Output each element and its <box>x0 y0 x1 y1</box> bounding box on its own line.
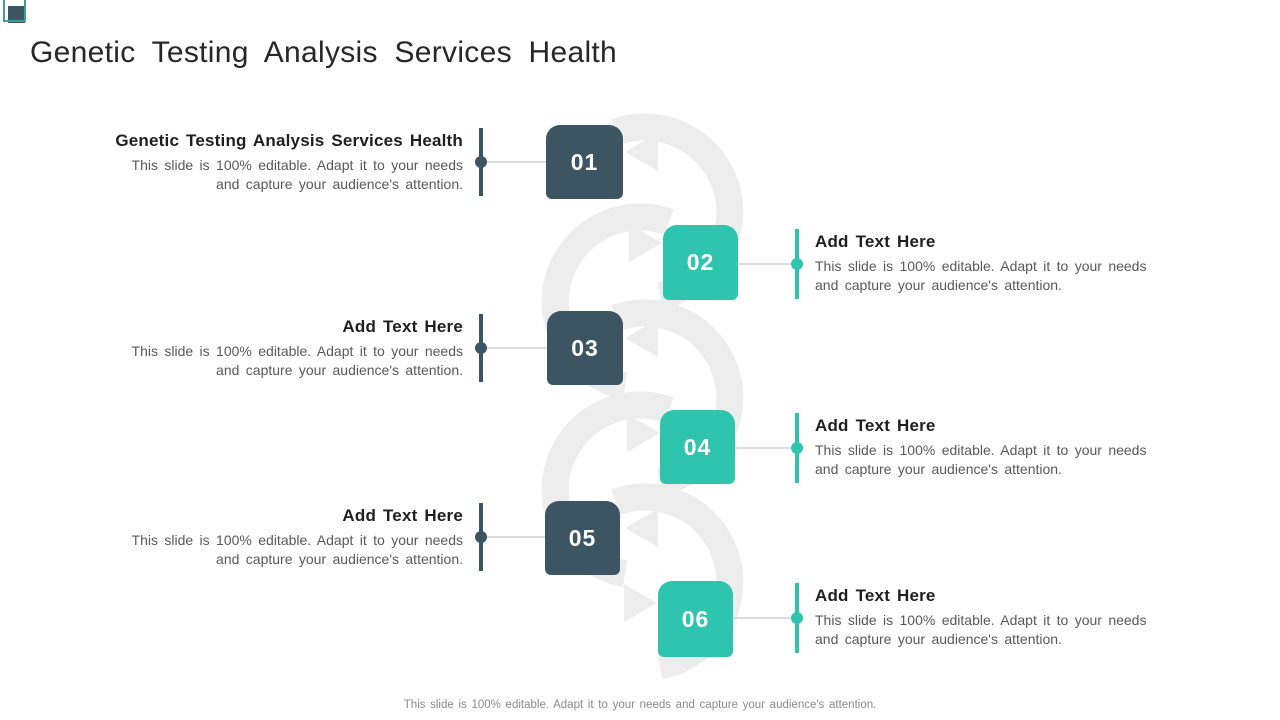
step-04-body-line1: This slide is 100% editable. Adapt it to… <box>815 442 1147 458</box>
step-01-body-line1: This slide is 100% editable. Adapt it to… <box>131 157 463 173</box>
step-06-number: 06 <box>681 605 710 632</box>
step-01-connector-dot <box>475 156 487 168</box>
step-02-heading: Add Text Here <box>815 232 936 251</box>
step-01-textblock: Genetic Testing Analysis Services Health… <box>73 130 463 194</box>
step-06-number-box: 06 <box>658 581 733 657</box>
step-05-textblock: Add Text Here This slide is 100% editabl… <box>73 505 463 569</box>
step-05-body-line2: and capture your audience's attention. <box>216 551 463 567</box>
step-06-connector-dot <box>791 612 803 624</box>
step-01-heading: Genetic Testing Analysis Services Health <box>115 131 463 150</box>
step-02-connector-dot <box>791 258 803 270</box>
arrowhead-right-icon <box>624 584 657 622</box>
step-06-body-line2: and capture your audience's attention. <box>815 631 1062 647</box>
step-01-connector-line <box>484 161 546 163</box>
step-01-number: 01 <box>570 148 599 175</box>
arrowhead-left-icon <box>625 133 658 171</box>
step-03-number: 03 <box>571 334 599 361</box>
step-03-textblock: Add Text Here This slide is 100% editabl… <box>73 316 463 380</box>
arrowhead-right-icon <box>629 224 662 262</box>
step-01-number-box: 01 <box>546 125 623 199</box>
step-04-body-line2: and capture your audience's attention. <box>815 461 1062 477</box>
arrowhead-left-icon <box>625 509 658 547</box>
step-03-heading: Add Text Here <box>342 317 463 336</box>
step-04-textblock: Add Text Here This slide is 100% editabl… <box>815 415 1195 479</box>
step-04-number: 04 <box>683 433 712 460</box>
step-03-connector-dot <box>475 342 487 354</box>
step-05-number: 05 <box>568 524 597 551</box>
step-04-connector-line <box>735 447 795 449</box>
step-06-textblock: Add Text Here This slide is 100% editabl… <box>815 585 1195 649</box>
step-02-textblock: Add Text Here This slide is 100% editabl… <box>815 231 1195 295</box>
step-05-number-box: 05 <box>545 501 620 575</box>
step-01-body-line2: and capture your audience's attention. <box>216 176 463 192</box>
step-06-body-line1: This slide is 100% editable. Adapt it to… <box>815 612 1147 628</box>
step-06-heading: Add Text Here <box>815 586 936 605</box>
step-03-number-box: 03 <box>547 311 623 385</box>
page-title: Genetic Testing Analysis Services Health <box>30 36 618 69</box>
step-02-connector-line <box>738 263 795 265</box>
arrowhead-left-icon <box>625 319 658 357</box>
step-05-body-line1: This slide is 100% editable. Adapt it to… <box>131 532 463 548</box>
arrowhead-right-icon <box>627 414 660 452</box>
step-04-connector-dot <box>791 442 803 454</box>
step-02-number: 02 <box>686 249 715 275</box>
step-03-connector-line <box>484 347 547 349</box>
step-05-heading: Add Text Here <box>342 506 463 525</box>
step-02-body-line2: and capture your audience's attention. <box>815 277 1062 293</box>
step-06-connector-line <box>733 617 795 619</box>
step-04-number-box: 04 <box>660 410 735 484</box>
step-02-number-box: 02 <box>663 225 738 300</box>
step-05-connector-line <box>484 536 545 538</box>
step-03-body-line1: This slide is 100% editable. Adapt it to… <box>131 343 463 359</box>
slide-footer-note: This slide is 100% editable. Adapt it to… <box>403 699 877 711</box>
corner-square-outline-icon <box>3 0 26 22</box>
step-02-body-line1: This slide is 100% editable. Adapt it to… <box>815 258 1147 274</box>
corner-square-icon <box>8 6 25 23</box>
step-05-connector-dot <box>475 531 487 543</box>
step-03-body-line2: and capture your audience's attention. <box>216 362 463 378</box>
step-04-heading: Add Text Here <box>815 416 936 435</box>
